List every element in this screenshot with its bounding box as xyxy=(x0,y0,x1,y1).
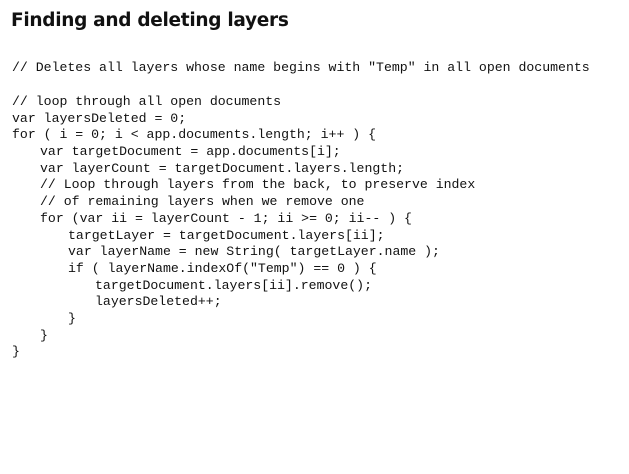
code-line: var layerCount = targetDocument.layers.l… xyxy=(40,160,405,176)
code-line: // of remaining layers when we remove on… xyxy=(40,194,365,210)
code-line: var layersDeleted = 0; xyxy=(12,110,187,126)
code-line: } xyxy=(68,310,76,326)
code-line: var targetDocument = app.documents[i]; xyxy=(40,144,341,160)
code-line: for ( i = 0; i < app.documents.length; i… xyxy=(12,127,377,143)
code-line: } xyxy=(12,344,20,360)
code-line: for (var ii = layerCount - 1; ii >= 0; i… xyxy=(40,210,412,226)
code-line: } xyxy=(40,327,48,343)
code-line: // loop through all open documents xyxy=(12,94,282,109)
intro-comment: // Deletes all layers whose name begins … xyxy=(12,60,590,75)
page-title: Finding and deleting layers xyxy=(11,10,289,31)
code-line: // Loop through layers from the back, to… xyxy=(40,177,476,193)
code-line: targetDocument.layers[ii].remove(); xyxy=(95,277,372,293)
code-line: var layerName = new String( targetLayer.… xyxy=(68,244,440,260)
code-line: if ( layerName.indexOf("Temp") == 0 ) { xyxy=(68,260,377,276)
code-line: targetLayer = targetDocument.layers[ii]; xyxy=(68,227,385,243)
code-line: layersDeleted++; xyxy=(95,294,222,310)
